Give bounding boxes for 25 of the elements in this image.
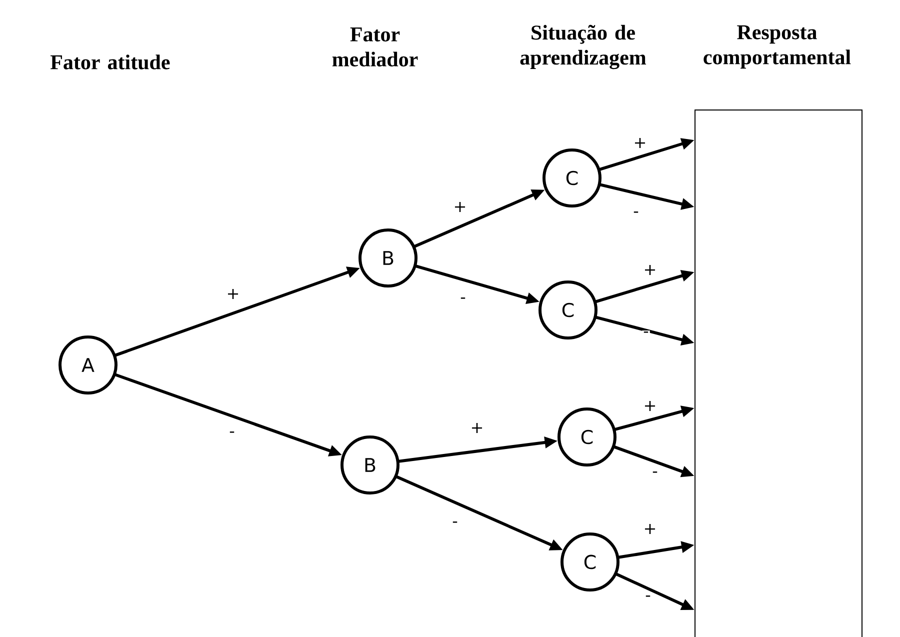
column-heading: Situação de aprendizagem (520, 24, 646, 70)
edge-label: - (459, 296, 467, 304)
edge-label: + (452, 200, 468, 214)
edge-label: + (469, 422, 485, 434)
edge-label: - (228, 430, 236, 438)
circle-node: B (340, 436, 400, 494)
response-box (694, 110, 862, 637)
circle-node: C (560, 532, 620, 592)
circle-node: A (58, 336, 118, 394)
edge-label: + (642, 264, 658, 276)
edge-label: + (642, 400, 658, 412)
edge-label: - (632, 210, 640, 218)
column-heading: Fator mediador (332, 28, 418, 66)
column-heading: Resposta comportamental (704, 25, 851, 69)
edge-label: - (451, 520, 459, 528)
edge-label: + (225, 288, 241, 300)
circle-node: B (358, 228, 418, 288)
circle-node: C (542, 148, 602, 208)
edge-label: + (632, 136, 648, 150)
edge-label: + (642, 522, 658, 535)
circle-node: C (538, 280, 598, 340)
edge-label: - (651, 470, 659, 478)
edge-label: - (644, 594, 652, 602)
circle-node: C (558, 408, 616, 466)
column-heading: Fator atitude (50, 54, 170, 70)
